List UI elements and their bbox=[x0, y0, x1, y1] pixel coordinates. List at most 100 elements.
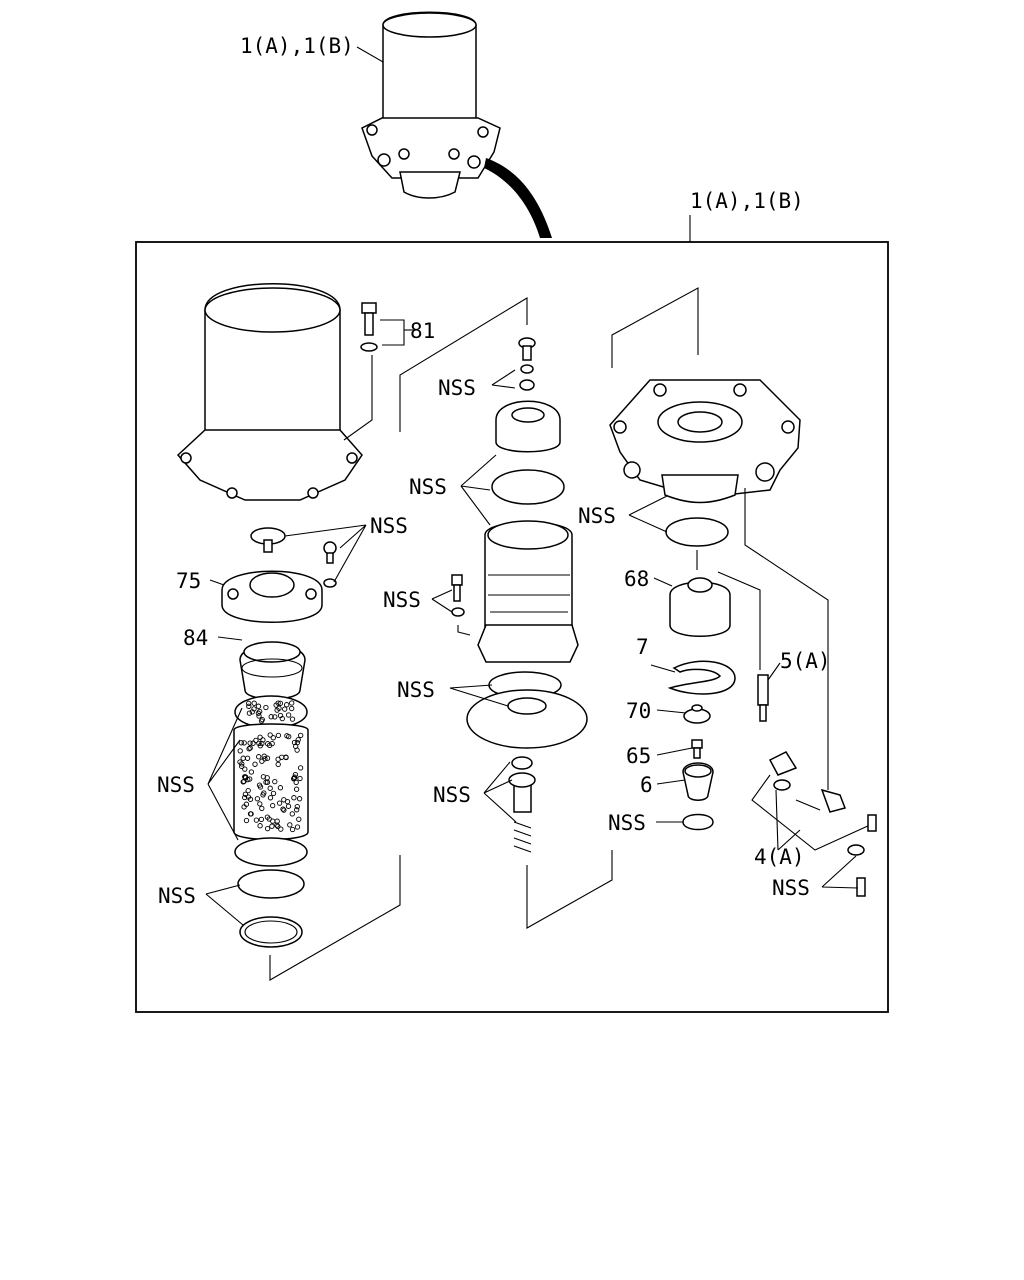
bead bbox=[286, 733, 292, 740]
label-nss-ring: NSS bbox=[409, 475, 447, 499]
bead bbox=[248, 811, 254, 817]
bead bbox=[242, 791, 249, 797]
label-7: 7 bbox=[636, 635, 649, 659]
bead bbox=[264, 825, 271, 832]
label-nss-screw: NSS bbox=[438, 376, 476, 400]
bead bbox=[256, 782, 263, 788]
bead bbox=[237, 759, 243, 765]
label-nss-gaskets: NSS bbox=[397, 678, 435, 702]
label-nss-valve: NSS bbox=[433, 783, 471, 807]
bead bbox=[287, 822, 293, 828]
bead bbox=[294, 807, 300, 813]
label-nss-cover: NSS bbox=[370, 514, 408, 538]
bead bbox=[267, 795, 274, 801]
middle-stack bbox=[399, 297, 613, 929]
label-nss-filter: NSS bbox=[158, 884, 196, 908]
label-70: 70 bbox=[626, 699, 651, 723]
bead bbox=[273, 702, 279, 708]
bead bbox=[260, 774, 267, 780]
bead bbox=[270, 735, 276, 741]
bead bbox=[267, 732, 273, 738]
bead bbox=[277, 712, 284, 719]
bead bbox=[243, 817, 250, 824]
bead bbox=[291, 795, 297, 801]
bead bbox=[242, 794, 248, 801]
label-nss-retainer: NSS bbox=[608, 811, 646, 835]
bead bbox=[295, 737, 301, 743]
bead bbox=[246, 703, 252, 709]
bead bbox=[275, 732, 282, 739]
left-stack bbox=[176, 283, 401, 981]
bead bbox=[237, 748, 243, 754]
bead bbox=[277, 700, 284, 706]
assembled-air-dryer bbox=[361, 11, 552, 238]
bead bbox=[246, 746, 252, 752]
bead bbox=[289, 826, 296, 833]
bead bbox=[276, 705, 282, 711]
bead bbox=[254, 796, 261, 802]
bead bbox=[250, 740, 256, 746]
bead bbox=[247, 776, 253, 782]
bead bbox=[267, 785, 273, 791]
label-frame-assembly: 1(A),1(B) bbox=[690, 189, 804, 213]
bead bbox=[258, 816, 265, 823]
label-top-assembly: 1(A),1(B) bbox=[240, 34, 354, 58]
bead bbox=[246, 710, 253, 716]
bead bbox=[264, 779, 271, 785]
bead bbox=[283, 754, 289, 760]
bead bbox=[275, 823, 281, 830]
bead bbox=[257, 801, 263, 807]
bead bbox=[247, 796, 254, 802]
bead bbox=[272, 778, 278, 785]
bead bbox=[260, 792, 266, 798]
bead bbox=[259, 758, 265, 764]
bead bbox=[293, 786, 300, 792]
bead bbox=[298, 732, 304, 739]
bead bbox=[257, 708, 263, 715]
bead bbox=[276, 800, 283, 806]
bead bbox=[241, 804, 247, 810]
bead bbox=[278, 826, 284, 832]
label-84: 84 bbox=[183, 626, 208, 650]
bead bbox=[261, 753, 267, 759]
label-75: 75 bbox=[176, 569, 201, 593]
bead bbox=[272, 714, 278, 720]
bead bbox=[281, 807, 287, 813]
leader-top bbox=[356, 46, 384, 63]
label-6: 6 bbox=[640, 773, 653, 797]
bead bbox=[269, 823, 275, 829]
bead bbox=[296, 796, 303, 802]
bead bbox=[291, 776, 297, 782]
bead bbox=[280, 806, 286, 812]
bead bbox=[244, 755, 251, 761]
bead bbox=[285, 803, 292, 809]
leader-lines bbox=[205, 319, 859, 926]
bead bbox=[264, 814, 271, 820]
bead bbox=[275, 761, 281, 768]
bead bbox=[253, 817, 260, 823]
bead bbox=[268, 714, 274, 720]
bead bbox=[289, 811, 295, 817]
bead bbox=[257, 743, 263, 749]
bead bbox=[284, 702, 290, 708]
bead bbox=[285, 712, 292, 718]
detail-frame bbox=[135, 241, 889, 1013]
bead bbox=[242, 766, 248, 772]
bead bbox=[289, 716, 296, 722]
bead bbox=[274, 818, 280, 824]
bead bbox=[257, 734, 263, 740]
bead bbox=[245, 787, 251, 794]
label-nss-bracket: NSS bbox=[772, 876, 810, 900]
label-4a: 4(A) bbox=[754, 845, 805, 869]
bead bbox=[239, 763, 245, 770]
bead bbox=[297, 765, 304, 771]
bead bbox=[251, 706, 257, 712]
bead bbox=[296, 816, 302, 822]
bead bbox=[282, 706, 288, 712]
bead bbox=[284, 798, 291, 805]
label-68: 68 bbox=[624, 567, 649, 591]
bead bbox=[274, 822, 280, 828]
label-nss-cartridge: NSS bbox=[157, 773, 195, 797]
bead bbox=[252, 761, 258, 767]
